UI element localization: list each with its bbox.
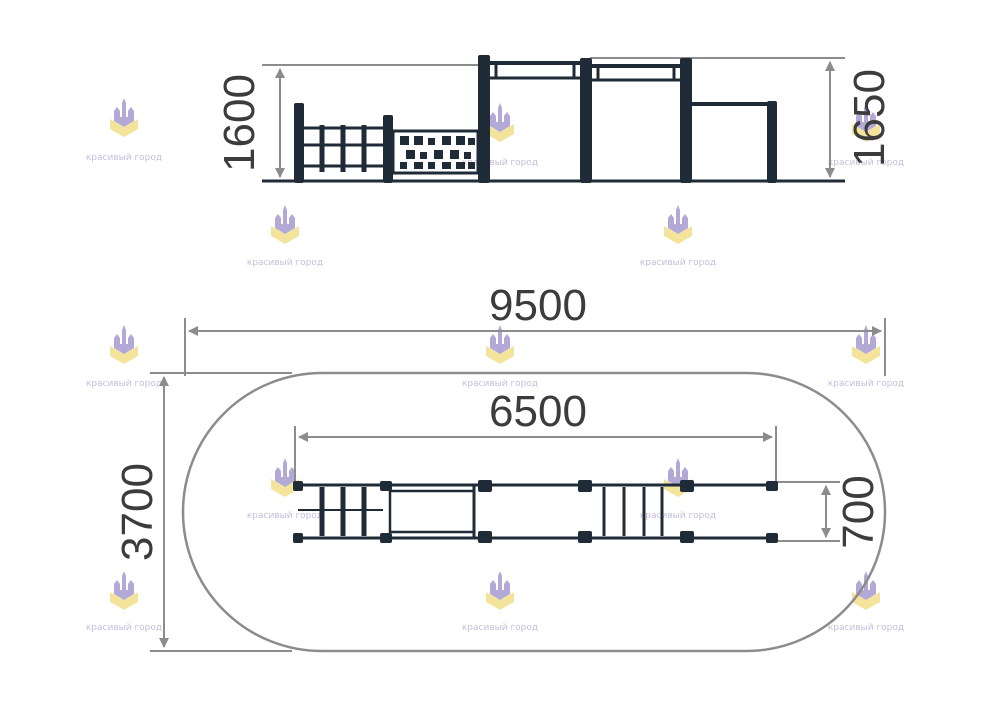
watermark-label: красивый город <box>640 258 716 268</box>
watermark-label: красивый город <box>640 511 716 521</box>
equipment-length-label: 6500 <box>489 387 587 436</box>
watermark-label: красивый город <box>462 379 538 389</box>
zone-length-label: 9500 <box>489 281 587 330</box>
watermark-label: красивый город <box>247 511 323 521</box>
zone-width-label: 3700 <box>113 463 162 561</box>
side-ladder <box>304 125 383 172</box>
castle-logo-icon <box>852 571 880 610</box>
plan-view: 9500 3700 6500 700 <box>113 281 887 653</box>
watermark-label: красивый город <box>247 258 323 268</box>
watermark-label: красивый город <box>828 623 904 633</box>
plan-equipment <box>295 483 776 540</box>
watermark-layer: красивый город красивый город красивый г… <box>86 98 904 633</box>
dimension-height-right: 1650 <box>590 57 894 178</box>
watermark-label: красивый город <box>462 623 538 633</box>
dimension-zone-length: 9500 <box>184 281 886 376</box>
side-overhead-bars <box>490 61 767 106</box>
castle-logo-icon <box>110 325 138 364</box>
dimension-equipment-width: 700 <box>776 475 883 549</box>
height-right-label: 1650 <box>845 69 894 167</box>
dimension-zone-width: 3700 <box>113 372 292 652</box>
castle-logo-icon <box>271 205 299 244</box>
side-decor-panel <box>391 129 480 175</box>
castle-logo-icon <box>486 571 514 610</box>
castle-logo-icon <box>110 98 138 137</box>
side-posts <box>294 55 777 183</box>
watermark-label: красивый город <box>828 158 904 168</box>
watermark-label: красивый город <box>86 153 162 163</box>
watermark-label: красивый город <box>86 379 162 389</box>
equipment-width-label: 700 <box>834 475 883 548</box>
watermark-label: красивый город <box>462 158 538 168</box>
side-view: 1600 1650 <box>215 55 894 183</box>
watermark-label: красивый город <box>828 379 904 389</box>
safety-zone-outline <box>181 371 887 653</box>
dimension-height-left: 1600 <box>215 64 480 178</box>
watermark-label: красивый город <box>86 623 162 633</box>
castle-logo-icon <box>664 205 692 244</box>
castle-logo-icon <box>110 571 138 610</box>
plan-posts <box>293 480 778 543</box>
dimension-equipment-length: 6500 <box>294 387 777 486</box>
castle-logo-icon <box>486 103 514 142</box>
height-left-label: 1600 <box>215 74 264 172</box>
